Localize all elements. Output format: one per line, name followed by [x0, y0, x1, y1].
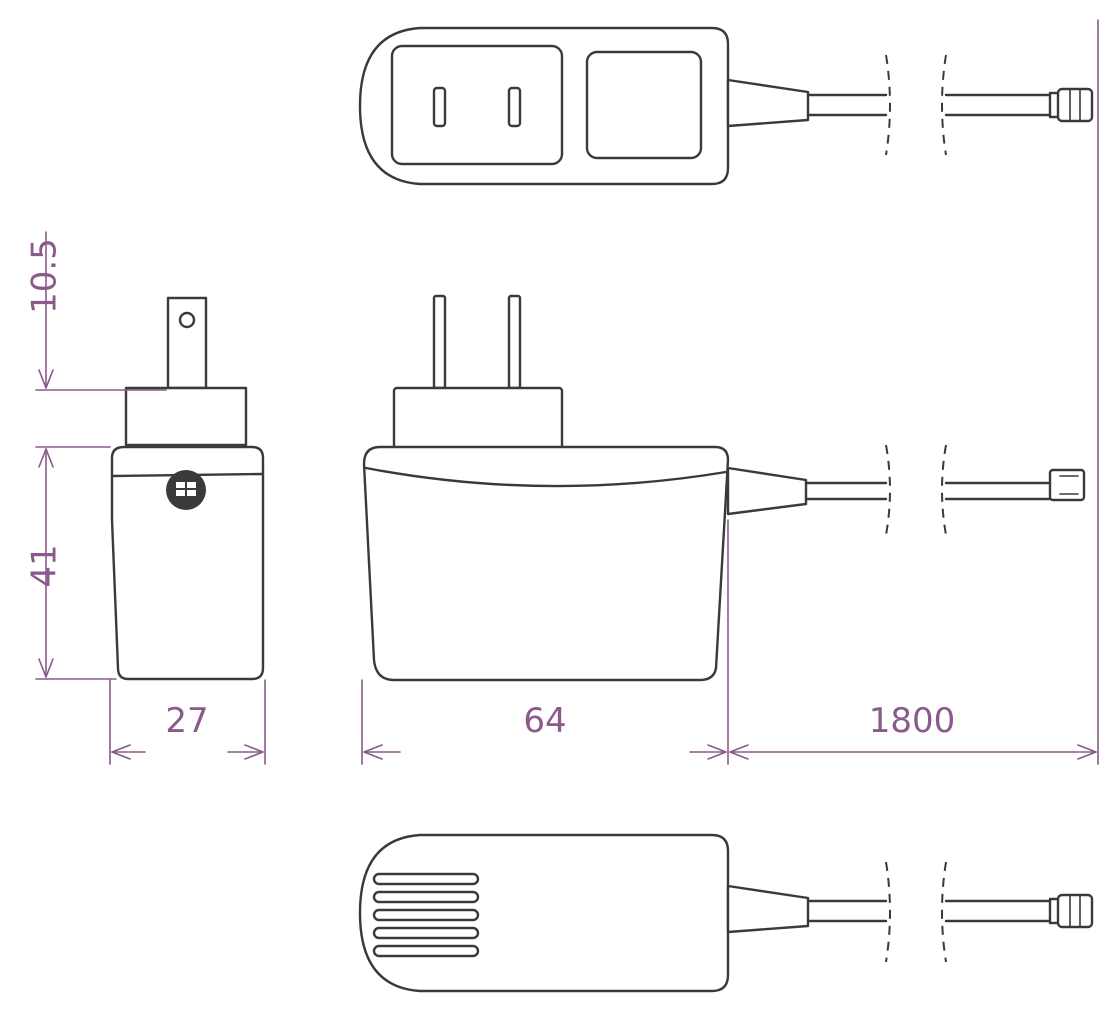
dimension-cable-length: 1800 [729, 19, 1099, 765]
prong-slot-right [507, 86, 522, 128]
side-width-label: 27 [165, 701, 208, 741]
body-height-label: 41 [25, 544, 65, 587]
side-view [110, 296, 265, 681]
prong-right [507, 294, 522, 390]
dc-connector-top [1048, 87, 1094, 123]
front-view [362, 294, 1086, 682]
dc-connector-bottom [1048, 893, 1094, 929]
top-view [358, 26, 1094, 186]
plug-height-label: 10.5 [25, 238, 65, 314]
dimension-side-width: 27 [109, 679, 266, 765]
dc-connector-front [1048, 468, 1086, 502]
bottom-view [358, 833, 1094, 993]
vent-slots [372, 872, 480, 958]
dimension-body-height: 41 [25, 446, 117, 680]
dimension-plug-height: 10.5 [25, 231, 167, 391]
cable-length-label: 1800 [869, 701, 956, 741]
prong-left [432, 294, 447, 390]
dimension-body-length: 64 [361, 519, 729, 765]
body-length-label: 64 [523, 701, 566, 741]
prong-slot-left [432, 86, 447, 128]
polarity-symbol-icon [166, 470, 206, 510]
